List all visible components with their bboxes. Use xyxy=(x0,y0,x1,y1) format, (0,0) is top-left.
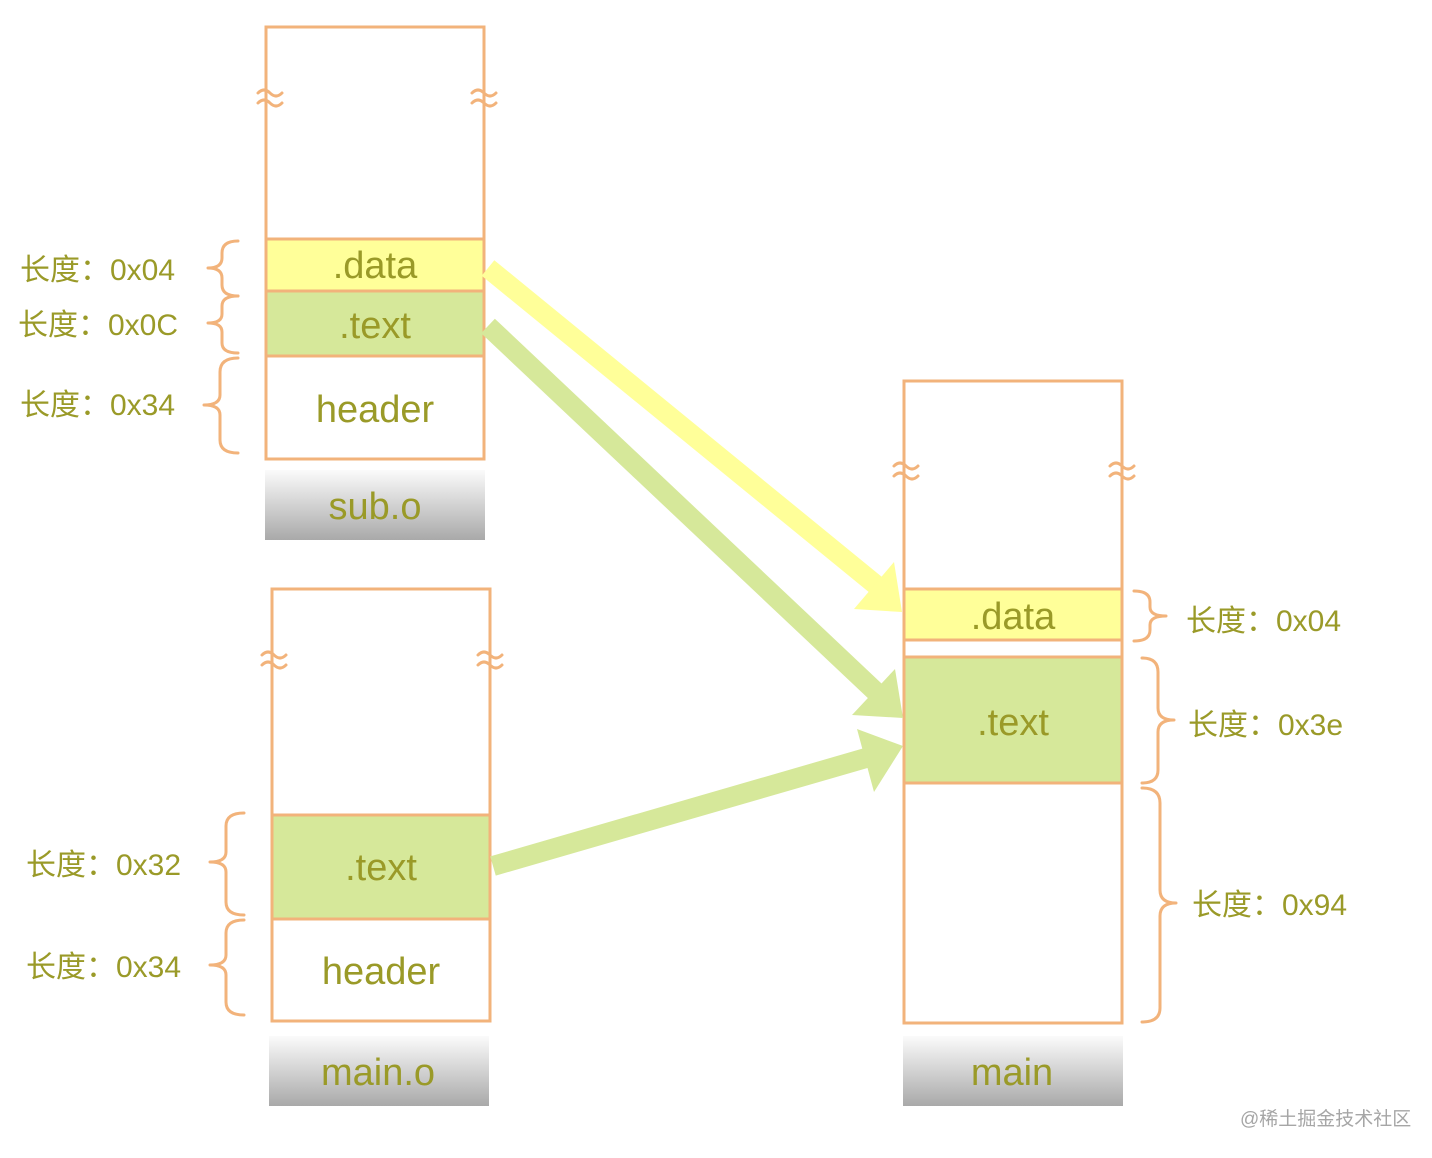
sub-o-caption-box xyxy=(265,470,485,540)
main-o-caption: main.o xyxy=(321,1052,435,1094)
main-data-section xyxy=(902,587,1124,642)
sub-o-break-right-icon xyxy=(470,88,498,108)
main-o-break-left-icon xyxy=(260,650,288,670)
sub-o-text-length: 长度：0x0C xyxy=(18,309,178,342)
sub-o-header-brace xyxy=(202,356,240,455)
main-file: .data .text main 长度：0x04 长度：0x3e 长度：0x94 xyxy=(892,379,1347,1106)
main-data-length: 长度：0x04 xyxy=(1186,605,1341,638)
main-break-left-icon xyxy=(892,461,920,481)
arrows xyxy=(481,260,903,876)
sub-o-data-label: .data xyxy=(333,245,418,287)
main-text-label: .text xyxy=(977,702,1049,744)
main-o-box xyxy=(270,587,492,1023)
main-o-text-section xyxy=(270,813,492,921)
main-o-text-to-main-text-arrowhead-icon xyxy=(857,729,903,792)
main-o-header-length: 长度：0x34 xyxy=(26,951,181,984)
sub-o-break-left-icon xyxy=(256,88,284,108)
main-break-right-icon xyxy=(1108,461,1136,481)
sub-o-text-brace xyxy=(206,294,240,355)
main-text-brace xyxy=(1140,656,1176,785)
sub-text-to-main-text-arrowhead-icon xyxy=(852,669,903,718)
main-o-text-to-main-text-arrow-shaft xyxy=(490,748,869,876)
main-o-file: .text header main.o 长度：0x32 长度：0x34 xyxy=(26,587,504,1106)
sub-o-data-brace xyxy=(206,239,240,298)
main-o-header-label: header xyxy=(322,951,441,993)
main-o-text-length: 长度：0x32 xyxy=(26,849,181,882)
main-data-brace xyxy=(1132,589,1168,643)
sub-data-to-main-data-arrowhead-icon xyxy=(854,562,902,612)
main-caption: main xyxy=(971,1052,1053,1094)
sub-o-caption: sub.o xyxy=(329,486,422,528)
main-o-text-brace xyxy=(208,811,246,917)
sub-o-text-label: .text xyxy=(339,305,411,347)
sub-o-data-length: 长度：0x04 xyxy=(20,254,175,287)
sub-o-header-length: 长度：0x34 xyxy=(20,389,175,422)
sub-o-text-section xyxy=(264,289,486,358)
sub-data-to-main-data-arrow-shaft xyxy=(481,260,883,593)
main-rest-brace xyxy=(1140,786,1178,1024)
main-text-length: 长度：0x3e xyxy=(1188,709,1343,742)
main-o-break-right-icon xyxy=(476,650,504,670)
main-caption-box xyxy=(903,1036,1123,1106)
main-rest-length: 长度：0x94 xyxy=(1192,889,1347,922)
sub-o-header-label: header xyxy=(316,389,435,431)
main-o-caption-box xyxy=(269,1036,489,1106)
watermark: @稀土掘金技术社区 xyxy=(1240,1108,1411,1130)
main-data-label: .data xyxy=(971,596,1056,638)
main-o-header-brace xyxy=(208,918,246,1017)
sub-text-to-main-text-arrow-shaft xyxy=(481,318,883,700)
sub-o-file: .data .text header sub.o 长度：0x04 长度：0x0C… xyxy=(18,25,498,540)
main-text-section xyxy=(902,655,1124,785)
main-o-text-label: .text xyxy=(345,847,417,889)
